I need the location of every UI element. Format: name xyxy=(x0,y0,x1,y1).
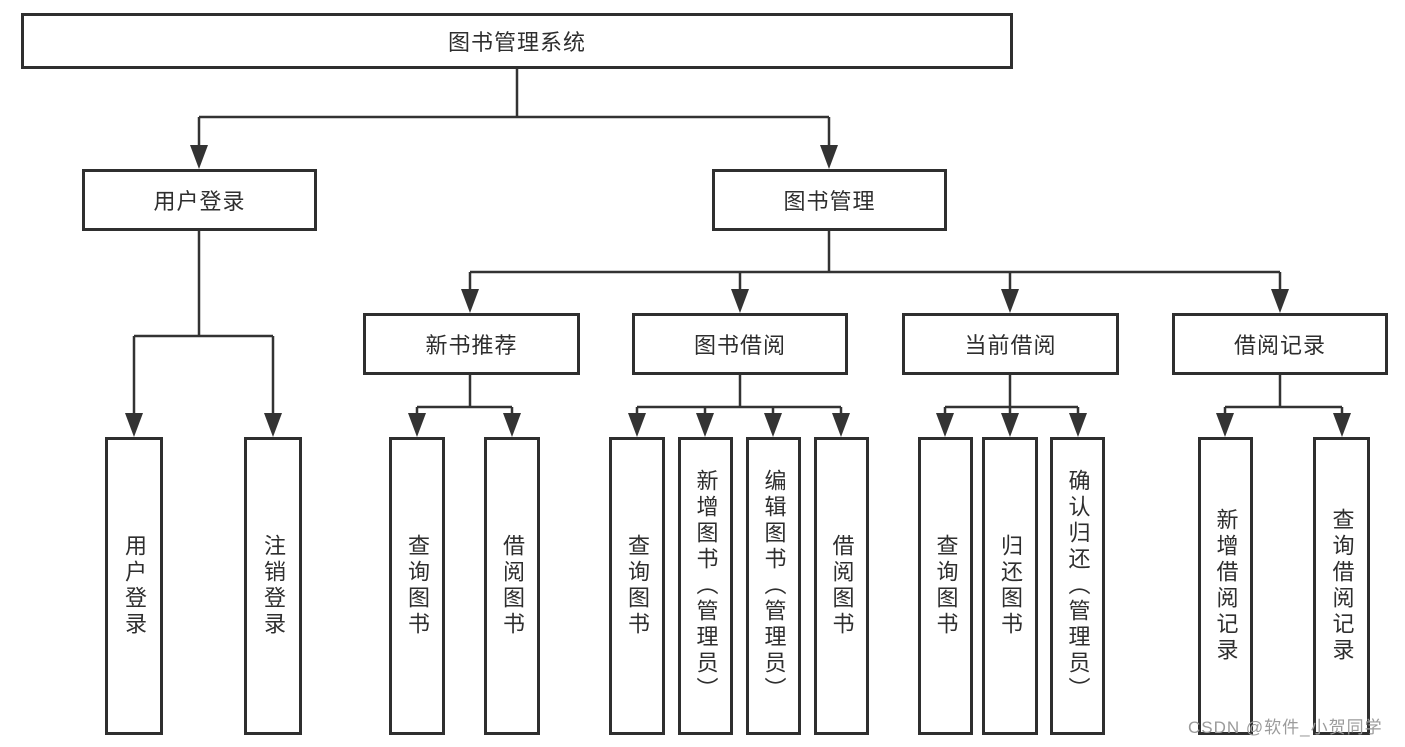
leaf-query-books-current: 查询图书 xyxy=(918,437,973,735)
leaf-add-borrow-record: 新增借阅记录 xyxy=(1198,437,1253,735)
leaf-borrow-book: 借阅图书 xyxy=(814,437,869,735)
node-user-login-group: 用户登录 xyxy=(82,169,317,231)
leaf-borrow-books-recommend: 借阅图书 xyxy=(484,437,540,735)
node-current-borrow: 当前借阅 xyxy=(902,313,1119,375)
leaf-return-book: 归还图书 xyxy=(982,437,1038,735)
leaf-logout: 注销登录 xyxy=(244,437,302,735)
leaf-user-login: 用户登录 xyxy=(105,437,163,735)
leaf-query-borrow-record: 查询借阅记录 xyxy=(1313,437,1370,735)
arrowheads xyxy=(125,145,1351,437)
node-book-management: 图书管理 xyxy=(712,169,947,231)
leaf-add-book-admin: 新增图书（管理员） xyxy=(678,437,733,735)
node-new-book-recommend: 新书推荐 xyxy=(363,313,580,375)
csdn-watermark: CSDN @软件_小贺同学 xyxy=(1188,718,1383,737)
node-borrow-records: 借阅记录 xyxy=(1172,313,1388,375)
leaf-query-books-borrow: 查询图书 xyxy=(609,437,665,735)
leaf-confirm-return-admin: 确认归还（管理员） xyxy=(1050,437,1105,735)
leaf-query-books-recommend: 查询图书 xyxy=(389,437,445,735)
node-book-borrow: 图书借阅 xyxy=(632,313,848,375)
leaf-edit-book-admin: 编辑图书（管理员） xyxy=(746,437,801,735)
node-root-system: 图书管理系统 xyxy=(21,13,1013,69)
